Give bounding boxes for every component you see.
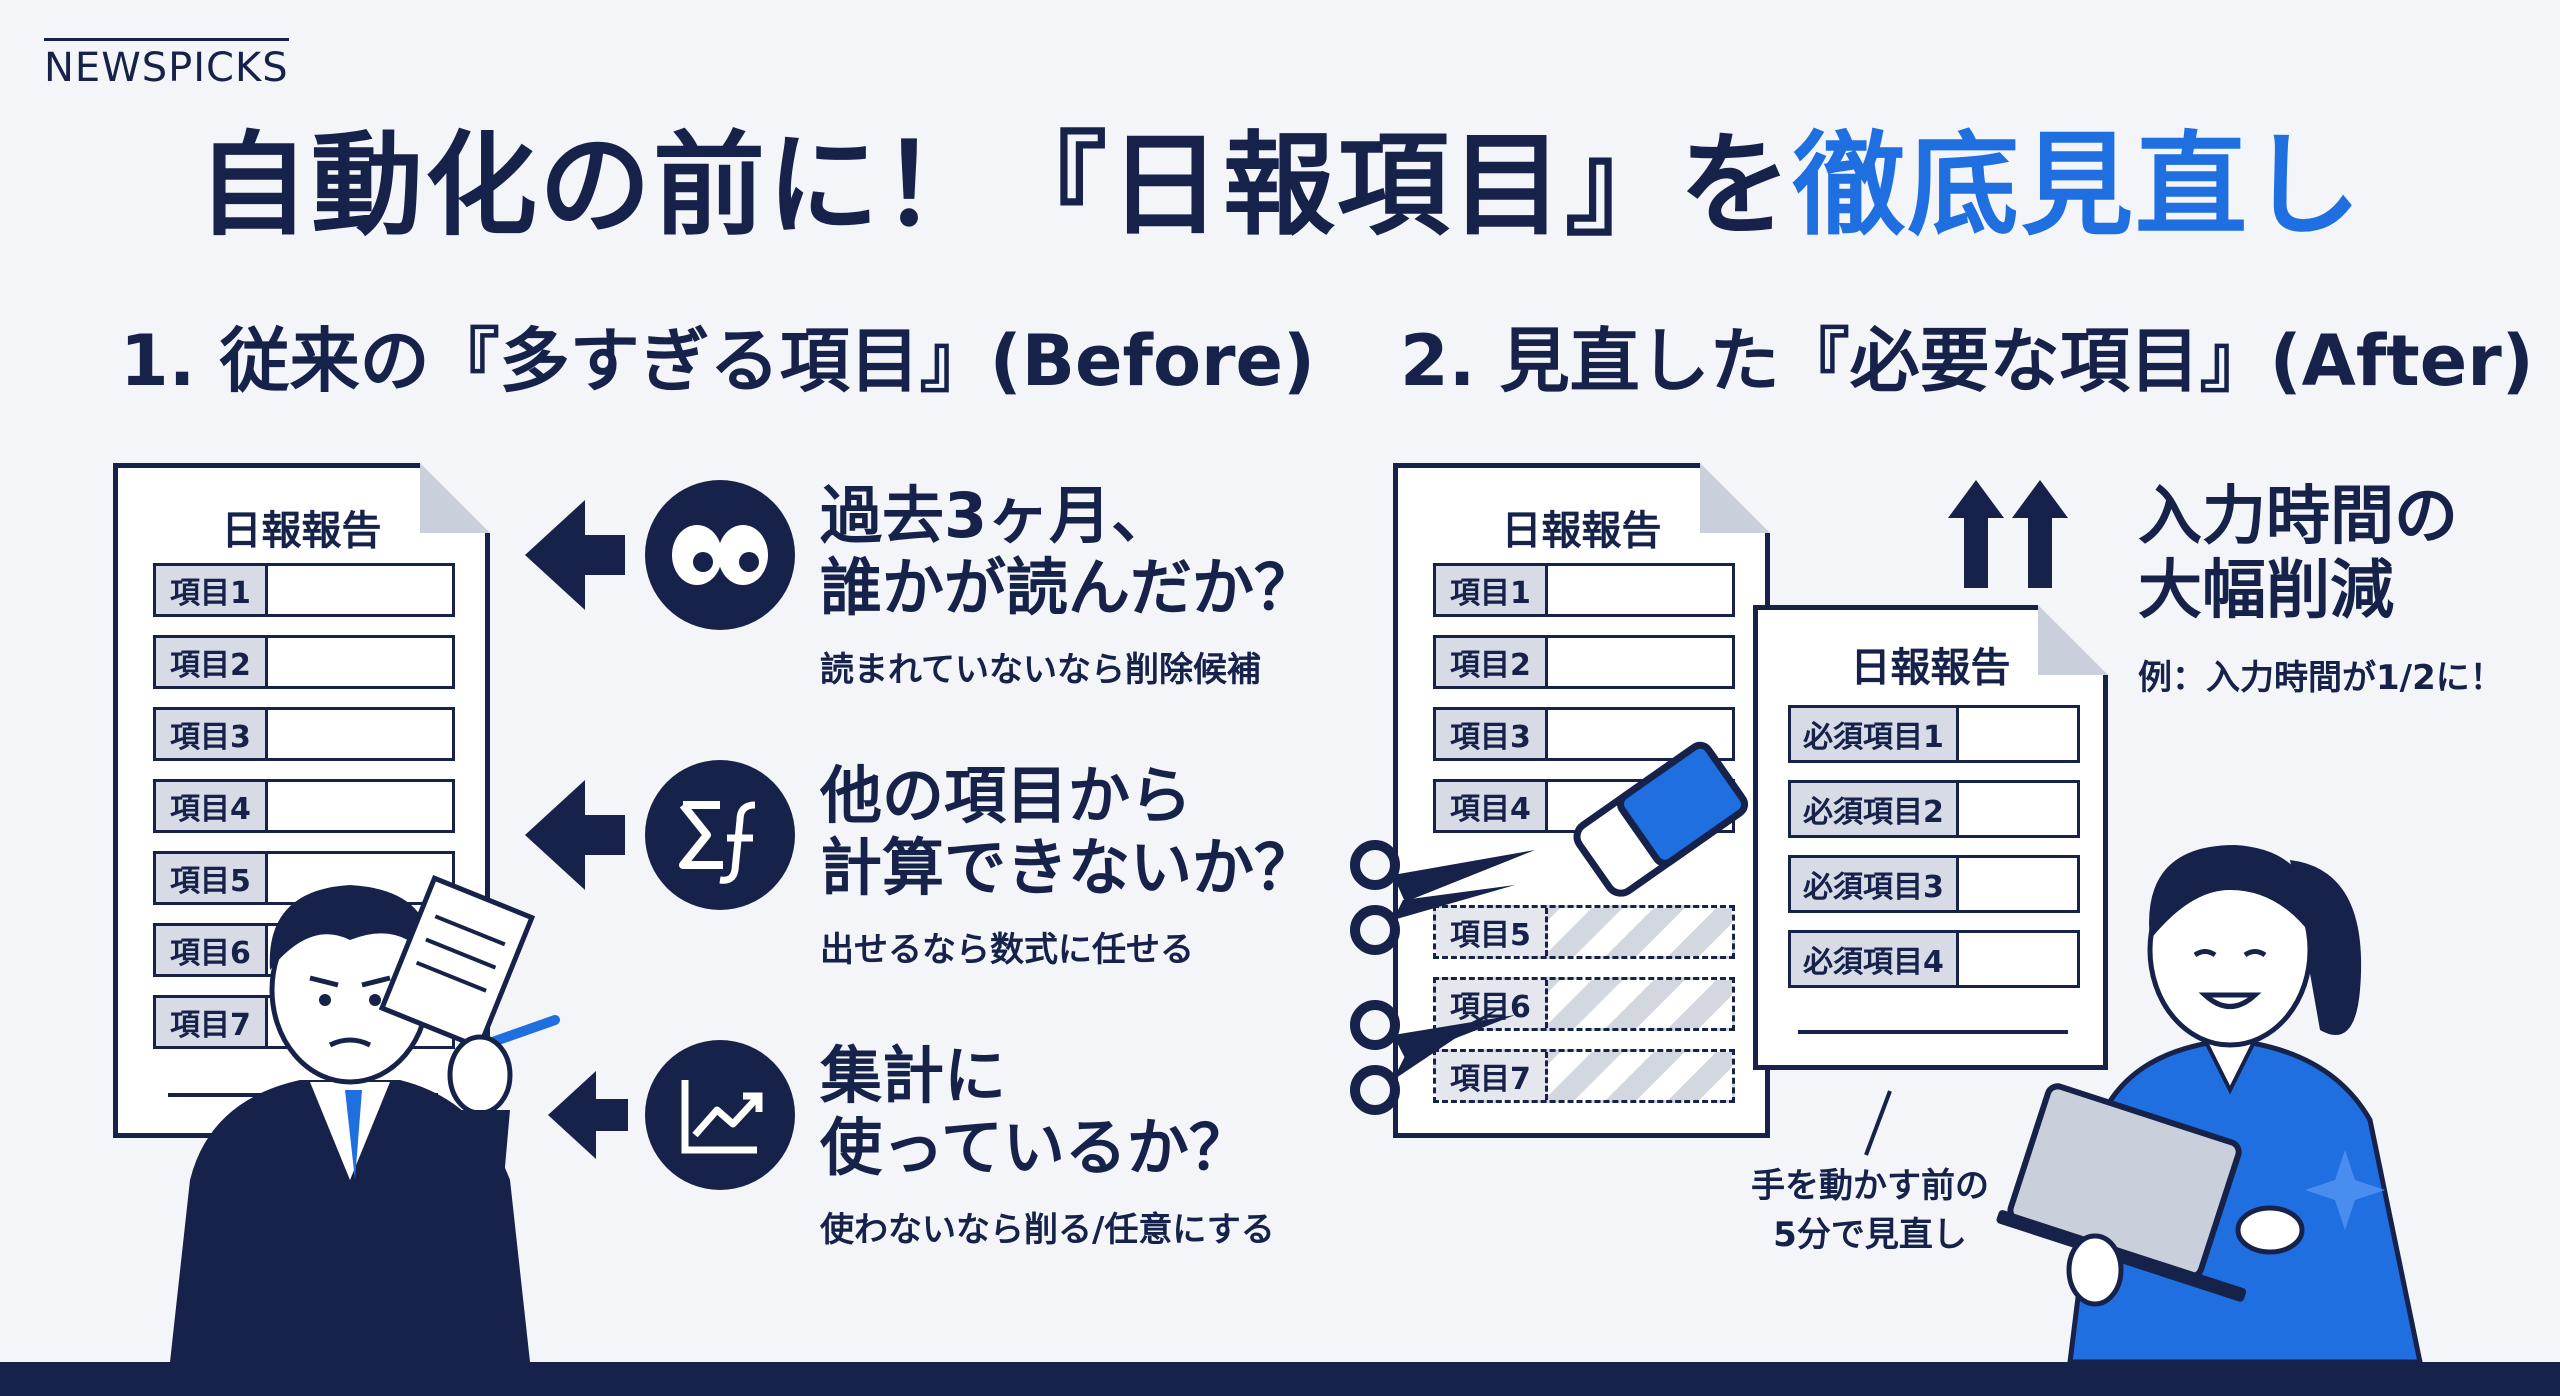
after-old-doc-title: 日報報告 — [1501, 508, 1662, 554]
before-item-row: 項目4 — [153, 779, 455, 833]
before-doc-title: 日報報告 — [221, 508, 382, 554]
required-item-row: 必須項目4 — [1788, 930, 2080, 988]
benefit-block: 入力時間の 大幅削減 例：入力時間が1/2に！ — [2138, 480, 2504, 699]
bottom-bar — [0, 1362, 2560, 1396]
worried-man-illustration — [170, 874, 560, 1362]
required-item-row: 必須項目1 — [1788, 705, 2080, 763]
before-item-row: 項目2 — [153, 635, 455, 689]
arrow-left-icon — [525, 500, 625, 610]
kept-item-row: 項目2 — [1433, 635, 1735, 689]
sigma-function-icon — [645, 760, 795, 910]
page-title: 自動化の前に！『日報項目』を徹底見直し — [0, 95, 2560, 257]
note-block: 手を動かす前の 5分で見直し — [1751, 1166, 1989, 1255]
scissors-icon — [1350, 1000, 1515, 1115]
before-report-document: 日報報告 項目1 項目2 項目3 項目4 項目5 項目6 項目7 — [113, 463, 490, 1138]
page-corner-icon — [1700, 463, 1770, 533]
before-heading: 1. 従来の『多すぎる項目』(Before) — [120, 320, 1316, 402]
scissors-icon — [1350, 840, 1535, 955]
arrow-left-icon — [548, 1071, 628, 1159]
question-block-aggregate: 集計に 使っているか？ 使わないなら削る/任意にする — [820, 1039, 1275, 1250]
divider-line — [1798, 1030, 2068, 1034]
kept-item-row: 項目1 — [1433, 563, 1735, 617]
after-new-report-document: 日報報告 必須項目1 必須項目2 必須項目3 必須項目4 — [1753, 605, 2108, 1070]
removed-item-row: 項目7 — [1433, 1049, 1735, 1103]
chart-trend-icon — [645, 1040, 795, 1190]
question-block-calc: 他の項目から 計算できないか？ 出せるなら数式に任せる — [820, 759, 1317, 970]
removed-item-row: 項目5 — [1433, 905, 1735, 959]
page-corner-icon — [420, 463, 490, 533]
after-new-doc-title: 日報報告 — [1850, 645, 2011, 691]
page-corner-icon — [2038, 605, 2108, 675]
brand-logo: NEWSPICKS — [44, 38, 289, 91]
title-accent: 徹底見直し — [1793, 121, 2363, 251]
after-heading: 2. 見直した『必要な項目』(After) — [1400, 320, 2534, 402]
woman-with-laptop-illustration — [1996, 845, 2423, 1362]
arrow-left-icon — [525, 780, 625, 890]
pointer-line — [1864, 1090, 1892, 1156]
question-block-read: 過去3ヶ月、 誰かが読んだか？ 読まれていないなら削除候補 — [820, 479, 1317, 690]
before-item-row: 項目1 — [153, 563, 455, 617]
eyes-icon — [645, 480, 795, 630]
required-item-row: 必須項目3 — [1788, 855, 2080, 913]
before-item-row: 項目3 — [153, 707, 455, 761]
double-up-arrow-icon — [1948, 480, 2068, 588]
required-item-row: 必須項目2 — [1788, 780, 2080, 838]
eraser-icon — [1573, 741, 1749, 897]
title-main: 自動化の前に！『日報項目』を — [197, 121, 1793, 251]
